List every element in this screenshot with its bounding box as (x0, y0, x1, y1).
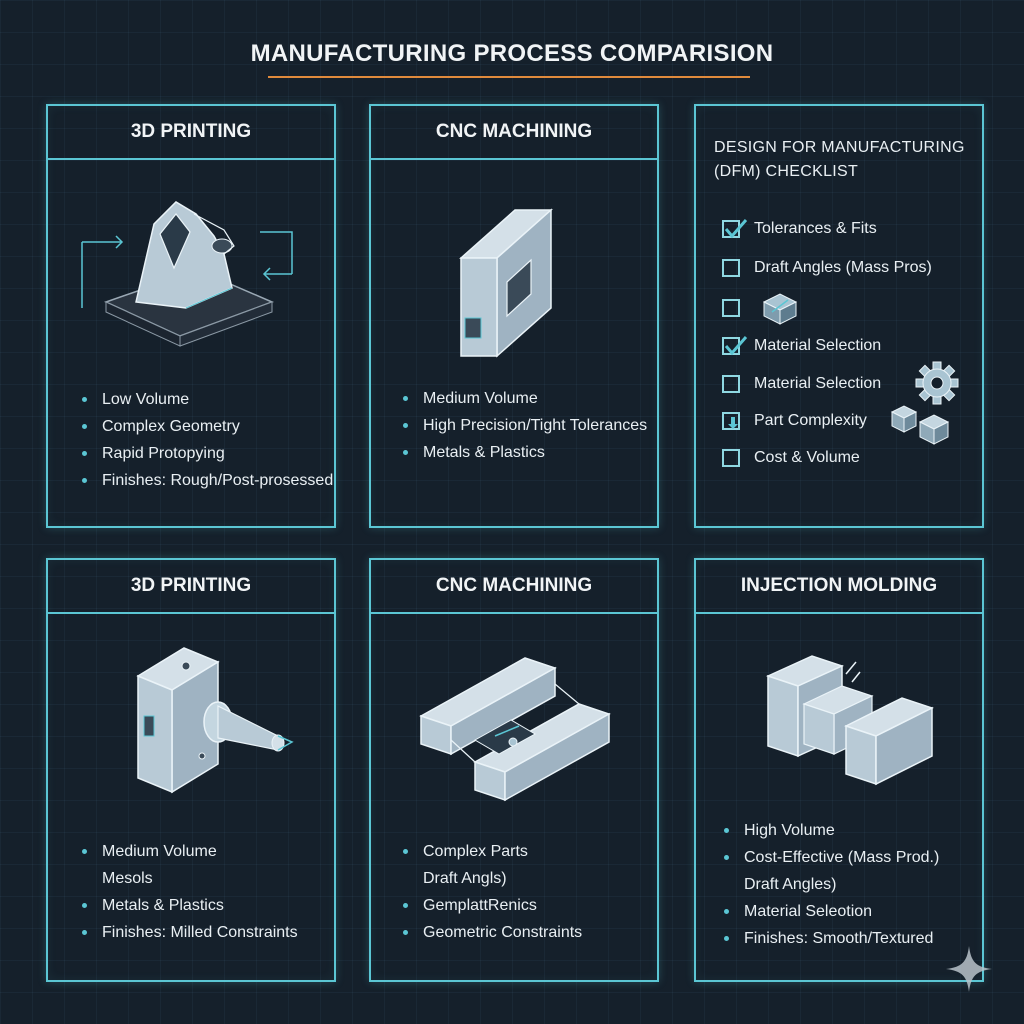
sparkle-icon (946, 946, 992, 992)
bullet-list: Medium Volume Mesols Metals & Plastics F… (80, 838, 298, 946)
checkbox-unchecked[interactable] (722, 449, 740, 467)
checkbox-unchecked[interactable] (722, 299, 740, 317)
bullet-list: Medium Volume High Precision/Tight Toler… (401, 385, 647, 466)
title-underline (268, 76, 750, 78)
checklist-item[interactable]: Draft Angles (Mass Pros) (722, 256, 932, 280)
checkbox-partial[interactable] (722, 412, 740, 430)
panel-heading: INJECTION MOLDING (696, 560, 982, 614)
list-item: Metals & Plastics (80, 892, 298, 919)
panel-heading: 3D PRINTING (48, 560, 334, 614)
checklist-label: Tolerances & Fits (754, 220, 877, 237)
3d-printed-bracket-icon (81, 201, 293, 347)
list-item: Medium Volume (401, 385, 647, 412)
bullet-list: Low Volume Complex Geometry Rapid Protop… (80, 386, 333, 494)
panel-heading: CNC MACHINING (371, 560, 657, 614)
list-item: Complex Geometry (80, 413, 333, 440)
panel-3d-printing-top: 3D PRINTING Low Volume Complex Geometry … (46, 104, 336, 528)
blocks-icon (890, 405, 950, 445)
checkbox-checked[interactable] (722, 336, 748, 356)
panel-cnc-machining-bottom: CNC MACHINING Complex Parts Draft Angls)… (369, 558, 659, 982)
list-item: Draft Angls) (423, 870, 507, 887)
list-item: Finishes: Milled Constraints (80, 919, 298, 946)
checklist-label: Cost & Volume (754, 449, 860, 466)
checklist-label: Material Selection (754, 337, 882, 354)
panel-3d-printing-bottom: 3D PRINTING Medium Volume Mesols Metals … (46, 558, 336, 982)
checkbox-unchecked[interactable] (722, 375, 740, 393)
checklist-label: Part Complexity (754, 412, 867, 429)
list-item: Finishes: Smooth/Textured (722, 925, 939, 952)
list-item: Complex Parts (401, 838, 582, 865)
checklist-label: Material Selection (754, 375, 882, 392)
mold-halves-icon (765, 655, 934, 786)
checklist-label: Draft Angles (Mass Pros) (754, 259, 932, 276)
checkbox-unchecked[interactable] (722, 259, 740, 277)
list-item: Mesols (102, 870, 153, 887)
list-item: Material Seleotion (722, 898, 939, 925)
list-item: Metals & Plastics (401, 439, 647, 466)
panel-cnc-machining-top: CNC MACHINING Medium Volume High Precisi… (369, 104, 659, 528)
list-item: High Precision/Tight Tolerances (401, 412, 647, 439)
checklist-item[interactable]: Material Selection (722, 334, 881, 358)
checklist-item[interactable]: Part Complexity (722, 409, 867, 433)
checklist-item[interactable] (722, 293, 800, 325)
list-item: Cost-Effective (Mass Prod.) (722, 844, 939, 871)
shaft-housing-icon (136, 647, 294, 794)
cube-icon (762, 293, 798, 325)
checklist-item[interactable]: Material Selection (722, 372, 881, 396)
dfm-checklist-title: DESIGN FOR MANUFACTURING (DFM) CHECKLIST (714, 139, 965, 180)
checklist-item[interactable]: Tolerances & Fits (722, 217, 877, 241)
checklist-item[interactable]: Cost & Volume (722, 446, 860, 470)
panel-heading: CNC MACHINING (371, 106, 657, 160)
panel-injection-molding: INJECTION MOLDING High Volume Cost-Effec… (694, 558, 984, 982)
gear-icon (915, 361, 959, 405)
machined-frame-icon (419, 657, 611, 802)
panel-heading: 3D PRINTING (48, 106, 334, 160)
list-item: Low Volume (80, 386, 333, 413)
page-title: MANUFACTURING PROCESS COMPARISION (250, 40, 774, 67)
list-item: Rapid Protopying (80, 440, 333, 467)
list-item: High Volume (722, 817, 939, 844)
list-item: Draft Angles) (744, 876, 837, 893)
bullet-list: High Volume Cost-Effective (Mass Prod.) … (722, 817, 939, 952)
checkbox-checked[interactable] (722, 219, 748, 239)
list-item: Medium Volume (80, 838, 298, 865)
bullet-list: Complex Parts Draft Angls) GemplattRenic… (401, 838, 582, 946)
list-item: GemplattRenics (401, 892, 582, 919)
machined-block-icon (459, 208, 553, 358)
list-item: Geometric Constraints (401, 919, 582, 946)
list-item: Finishes: Rough/Post-prosessed (80, 467, 333, 494)
panel-dfm-checklist: DESIGN FOR MANUFACTURING (DFM) CHECKLIST… (694, 104, 984, 528)
